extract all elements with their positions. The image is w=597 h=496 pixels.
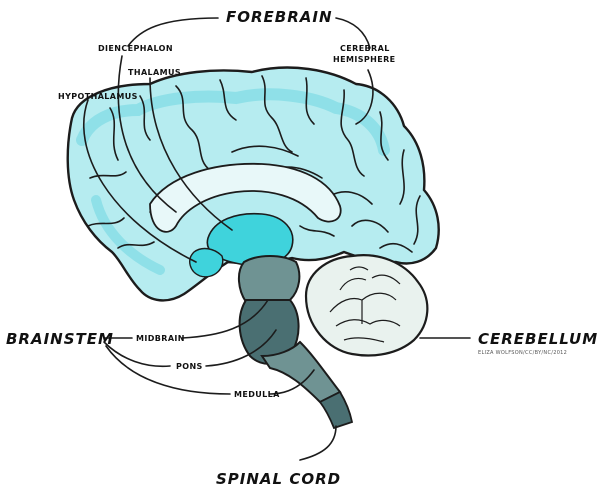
label-cerebral-hemisphere-line2: HEMISPHERE: [333, 55, 396, 64]
label-cerebellum: CEREBELLUM: [478, 330, 597, 348]
label-forebrain: FOREBRAIN: [226, 8, 333, 26]
credit-text: ELIZA WOLFSON/CC/BY/NC/2012: [478, 350, 567, 356]
label-diencephalon: DIENCEPHALON: [98, 44, 173, 53]
midbrain: [239, 256, 299, 302]
hypothalamus-region: [190, 249, 223, 277]
label-hypothalamus: HYPOTHALAMUS: [58, 92, 138, 101]
label-midbrain: MIDBRAIN: [136, 334, 185, 343]
cerebellum: [306, 255, 427, 355]
label-pons: PONS: [176, 362, 203, 371]
label-brainstem: BRAINSTEM: [6, 330, 114, 348]
label-spinal-cord: SPINAL CORD: [216, 470, 341, 488]
label-cerebral-hemisphere-line1: CEREBRAL: [340, 44, 390, 53]
label-medulla: MEDULLA: [234, 390, 280, 399]
label-thalamus: THALAMUS: [128, 68, 181, 77]
